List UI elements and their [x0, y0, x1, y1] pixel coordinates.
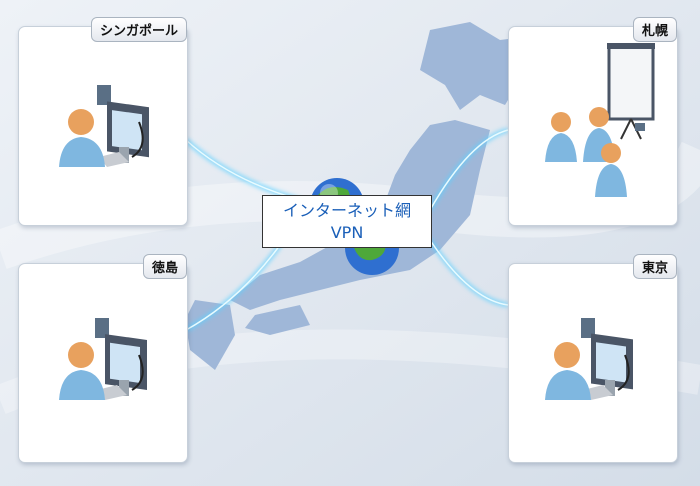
internet-vpn-label: インターネット網 VPN	[262, 195, 432, 248]
vpn-label: VPN	[330, 223, 364, 242]
meeting-presentation-icon	[545, 43, 655, 197]
site-card-tokyo: 東京	[508, 254, 678, 463]
site-label-tokushima: 徳島	[142, 254, 187, 279]
user-computer-icon	[59, 85, 149, 167]
site-card-singapore: シンガポール	[18, 17, 188, 226]
honshu-shape	[230, 120, 490, 310]
kyushu-shape	[185, 300, 235, 370]
site-card-sapporo: 札幌	[508, 17, 678, 226]
site-label-singapore: シンガポール	[90, 17, 187, 42]
user-computer-icon	[545, 318, 633, 400]
shikoku-shape	[245, 305, 310, 335]
user-computer-icon	[59, 318, 147, 400]
site-label-tokyo: 東京	[632, 254, 677, 279]
site-label-sapporo: 札幌	[632, 17, 677, 42]
internet-label: インターネット網	[282, 201, 411, 220]
site-card-tokushima: 徳島	[18, 254, 188, 463]
